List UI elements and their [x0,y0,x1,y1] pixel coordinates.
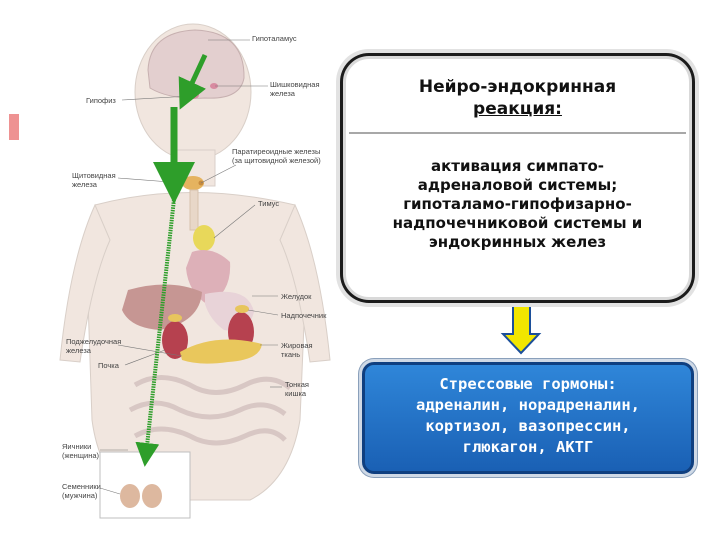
neuroendocrine-reaction-box: Нейро-эндокринная реакция: активация сим… [343,56,692,300]
pineal-gland [210,83,218,89]
box-body-text: активация симпато- адреналовой системы; … [392,157,643,251]
label-ovaries: Яичники (женщина) [62,442,99,460]
pancreas [180,339,262,364]
label-thyroid-gland: Щитовидная железа [72,171,116,189]
adrenal-gland-right [235,305,249,313]
label-stomach: Желудок [281,292,312,301]
label-hypothalamus: Гипоталамус [252,34,297,43]
label-pineal-gland: Шишковидная железа [270,80,320,98]
label-thymus: Тимус [258,199,280,208]
label-adrenal-gland: Надпочечник [281,311,327,320]
label-pituitary: Гипофиз [86,96,116,105]
down-arrow [500,305,542,355]
box-title-line2: реакция: [473,99,562,119]
label-parathyroid-glands: Паратиреоидные железы (за щитовидной жел… [232,147,321,165]
stress-hormones-box: Стрессовые гормоны: адреналин, норадрена… [362,362,694,474]
box-divider [349,132,686,134]
box-title-line1: Нейро-эндокринная [418,77,617,97]
kidney-left [162,321,188,359]
thymus-gland [193,225,215,251]
intestines [128,375,292,446]
slide-accent-bar [9,114,19,140]
thyroid-to-gonads-arrow [135,189,177,467]
stress-hormones-text: Стрессовые гормоны: адреналин, норадрена… [416,375,640,456]
label-leader-lines [99,39,282,495]
label-testes: Семенники (мужчина) [62,482,101,500]
testis-left [120,484,140,508]
box-title: Нейро-эндокринная реакция: [346,76,689,120]
trachea [189,189,199,231]
label-kidney: Почка [98,361,119,370]
label-pancreas: Поджелудочная железа [66,337,122,355]
label-adipose-tissue: Жировая ткань [281,341,313,359]
adrenal-gland-left [168,314,182,322]
testis-right [142,484,162,508]
label-small-intestine: Тонкая кишка [285,380,309,398]
testes-inset-frame [99,451,191,519]
hypothalamus-to-pituitary-arrow [178,53,208,110]
